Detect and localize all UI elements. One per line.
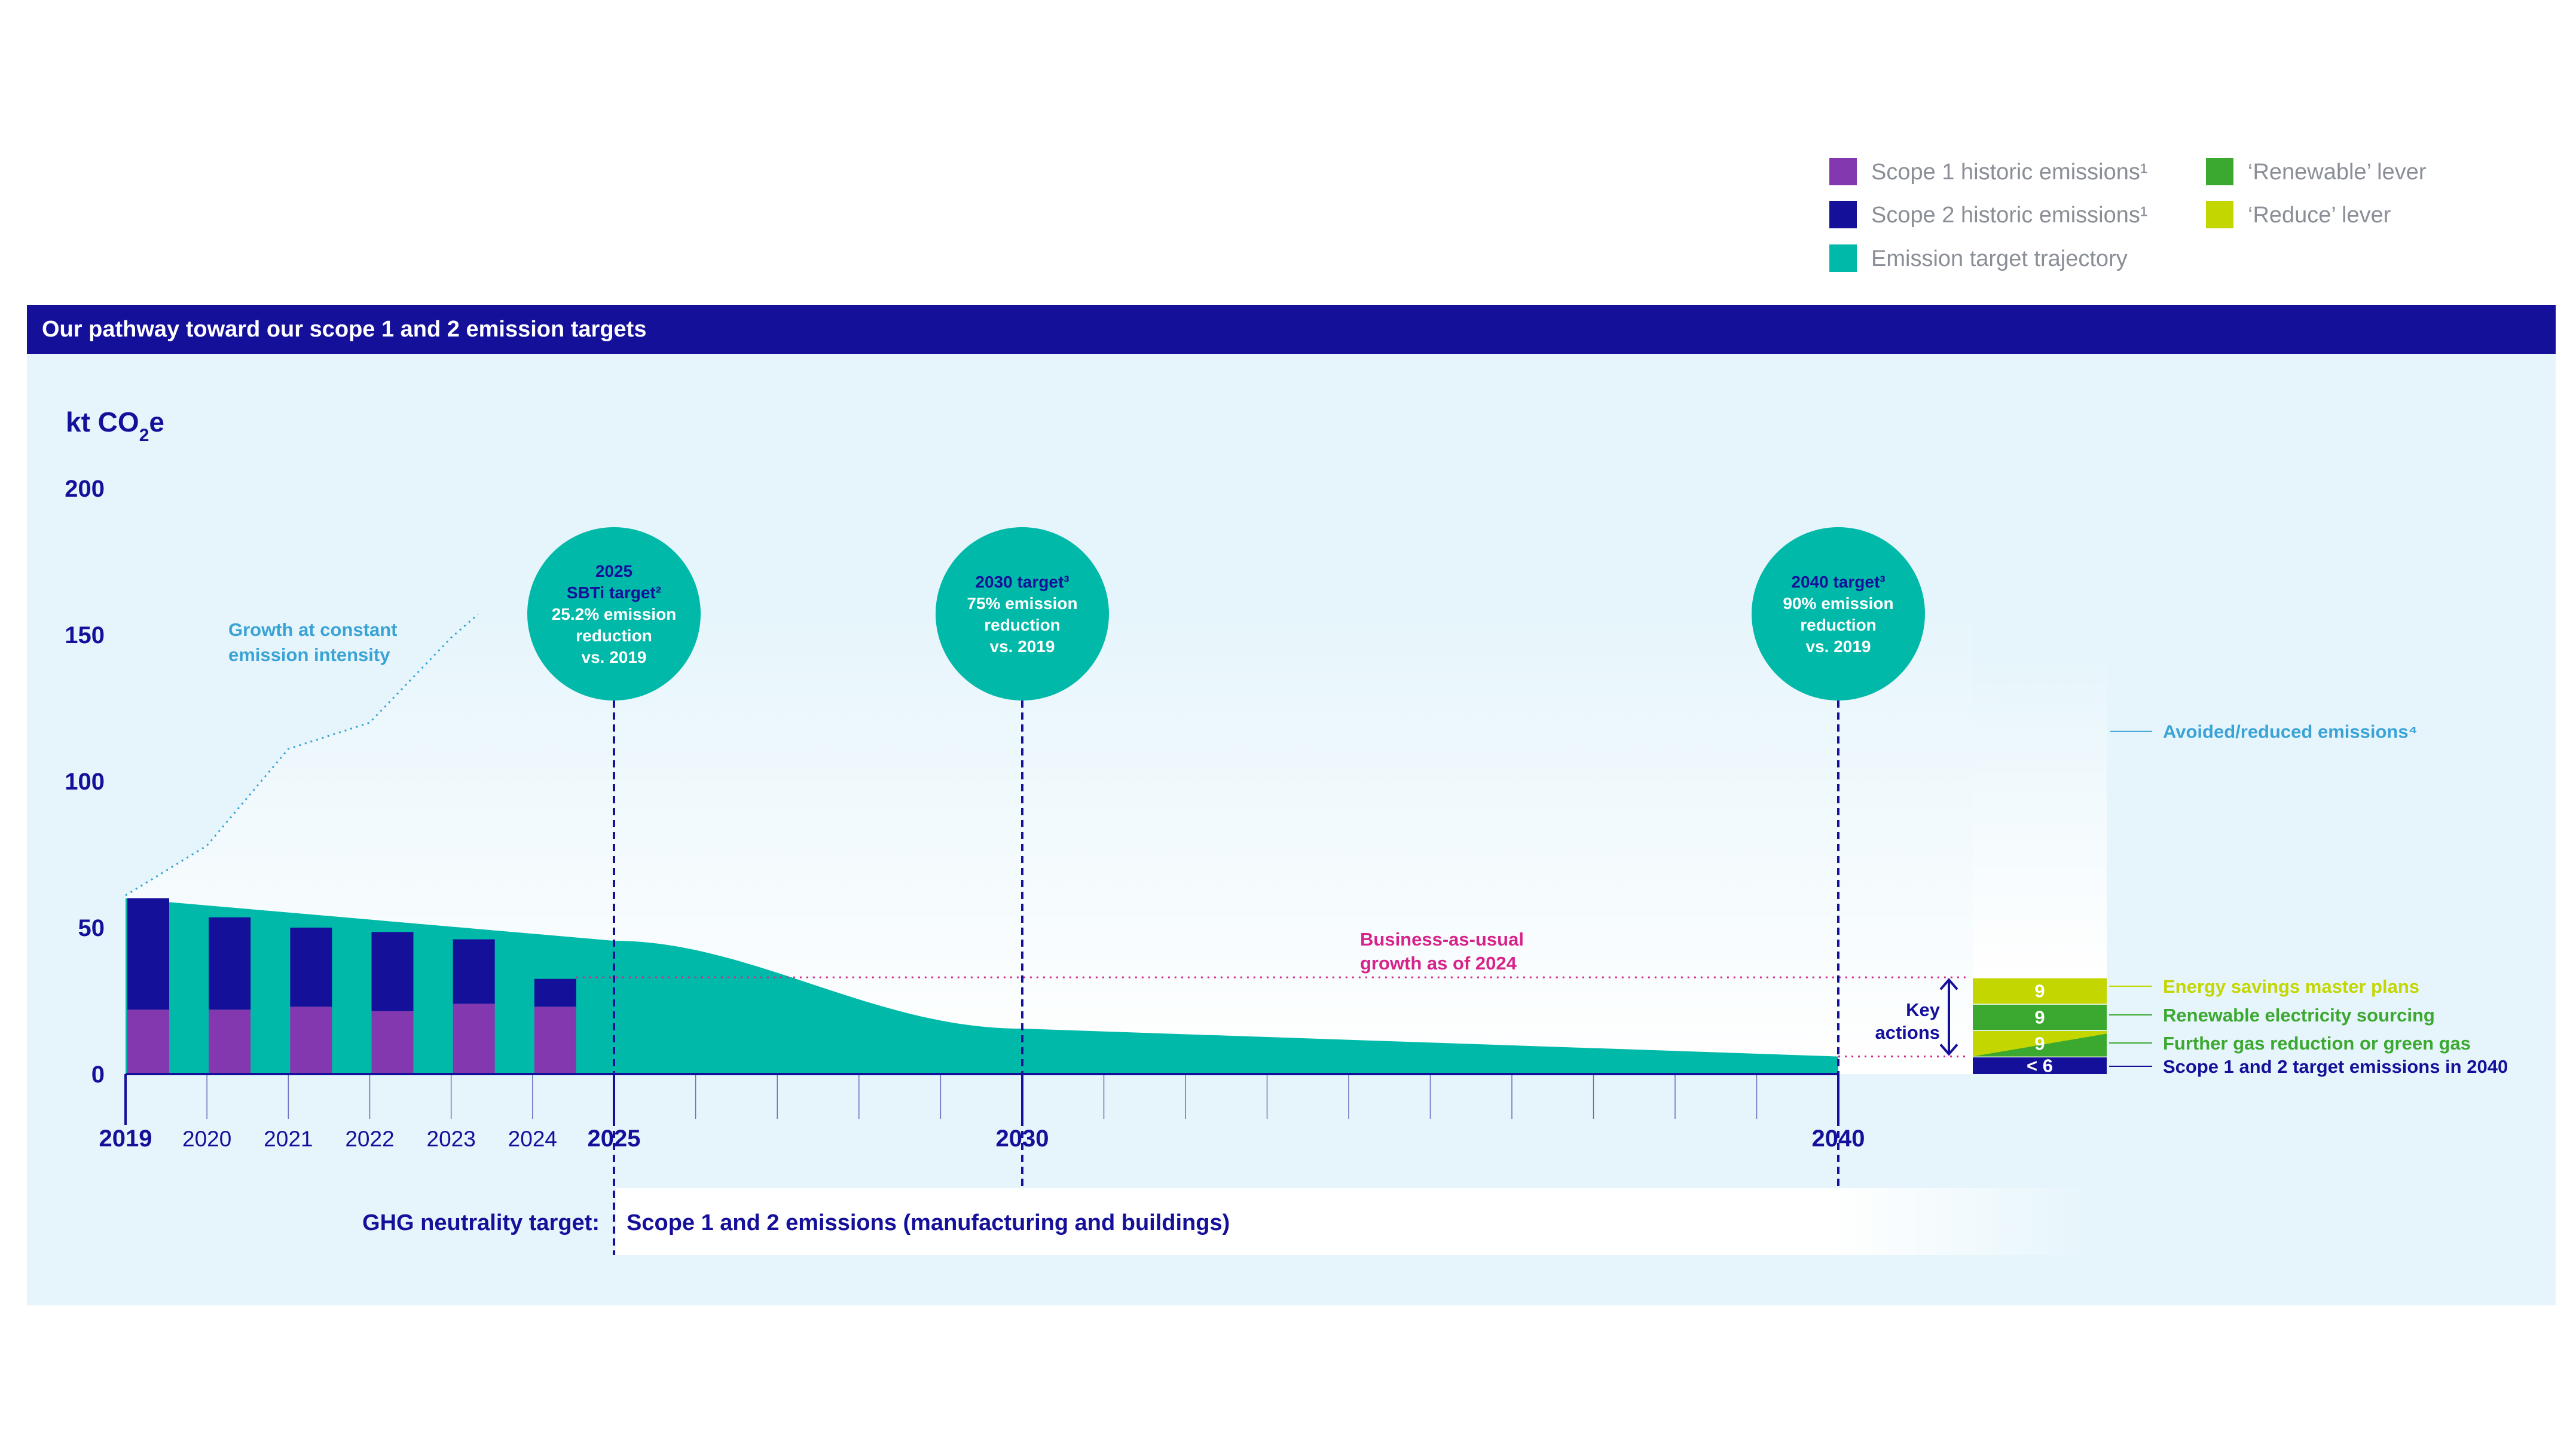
avoided-emissions-column [1973,649,2107,978]
stack-segment-reduce [1973,977,2107,1004]
target-circle [936,527,1109,700]
key-actions-label-line1: Key [1906,999,1941,1020]
stack-description: Renewable electricity sourcing [2163,1005,2435,1026]
key-actions-2040-stack: Avoided/reduced emissions⁴ < 6 Scope 1 and… [1973,649,2508,1077]
target-text-line: vs. 2019 [990,637,1055,656]
stack-value-label: 9 [2034,980,2045,1001]
x-tick-label: 2025 [588,1125,641,1152]
legend-swatch [2206,201,2233,228]
target-text-line: 25.2% emission [552,605,677,623]
stack-value-label: 9 [2034,1007,2045,1027]
bar-scope1 [290,1007,332,1074]
legend-swatch [1829,244,1857,272]
stack-segment-renewable [1973,1004,2107,1030]
historic-bars [127,898,576,1074]
target-text-line: 2025 [595,562,632,580]
target-text-line: 90% emission [1783,594,1893,613]
y-axis-ticks: 200 150 100 50 0 [65,476,105,1088]
target-text-line: vs. 2019 [582,648,647,666]
legend-label: Scope 1 historic emissions¹ [1871,160,2148,185]
key-actions-arrowhead-down [1939,1044,1958,1056]
y-tick-label: 100 [65,769,105,795]
legend-swatch [1829,201,1857,228]
x-axis: 2019 2020 2021 2022 2023 2024 2025 2030 2040 [99,1073,1865,1152]
x-tick-label: 2021 [264,1127,313,1151]
constant-intensity-growth: Growth at constant emission intensity [125,613,479,897]
target-text-line: SBTi target² [567,583,661,602]
x-tick-label: 2040 [1812,1125,1865,1152]
bar-scope1 [371,1011,414,1074]
legend-label: Emission target trajectory [1871,246,2128,271]
target-text-line: reduction [1800,616,1877,634]
target-circle [1752,527,1925,700]
target-text-line: 2040 target³ [1791,573,1885,591]
business-as-usual-line: Business-as-usual growth as of 2024Keyact… [576,929,1968,1058]
legend-label: ‘Reduce’ lever [2248,203,2391,228]
x-tick-label: 2023 [427,1127,476,1151]
y-tick-label: 0 [91,1062,105,1088]
target-text-line: 75% emission [967,594,1077,613]
key-actions-label-line2: actions [1875,1022,1940,1043]
y-tick-label: 200 [65,476,105,502]
bar-scope2 [534,978,576,1007]
stack-segment-target [1973,1056,2107,1074]
footer-label: GHG neutrality target: [362,1210,600,1235]
legend-label: Scope 2 historic emissions¹ [1871,203,2148,228]
y-axis-label: kt CO2e [66,406,164,445]
target-text-line: vs. 2019 [1806,637,1871,656]
footer-value: Scope 1 and 2 emissions (manufacturing a… [627,1210,1230,1235]
bar-scope1 [534,1007,576,1074]
y-tick-label: 150 [65,622,105,648]
x-tick-label: 2024 [508,1127,557,1151]
x-tick-label: 2022 [345,1127,394,1151]
avoided-emissions-label: Avoided/reduced emissions⁴ [2163,721,2418,742]
growth-annotation-line2: emission intensity [228,644,390,665]
stack-segment-renewable-part [1973,1033,2107,1057]
target-text-line: reduction [576,626,652,645]
bar-scope2 [127,898,169,1010]
bau-annotation-line2: growth as of 2024 [1360,953,1517,974]
stack-description: Energy savings master plans [2163,976,2419,997]
stack-description: Further gas reduction or green gas [2163,1033,2471,1054]
footer-band [616,1188,2092,1255]
bar-scope2 [453,939,495,1004]
legend: Scope 1 historic emissions¹ Scope 2 histo… [1829,158,2427,272]
stack-value-label: < 6 [2027,1055,2053,1076]
legend-swatch [2206,158,2233,185]
y-tick-label: 50 [78,915,105,941]
stack-value-label: 9 [2034,1033,2045,1054]
legend-swatch [1829,158,1857,185]
growth-annotation-line1: Growth at constant [228,619,397,640]
x-tick-label: 2020 [182,1127,231,1151]
bar-scope1 [127,1010,169,1074]
x-tick-label: 2030 [996,1125,1049,1152]
target-text-line: 2030 target³ [975,573,1069,591]
target-text-line: reduction [984,616,1061,634]
header-title: Our pathway toward our scope 1 and 2 emi… [42,317,646,342]
x-tick-label: 2019 [99,1125,152,1152]
bar-scope1 [209,1010,251,1074]
bar-scope2 [371,932,414,1011]
header-bar [27,305,2556,354]
intensity-line [125,613,479,897]
key-actions-arrowhead-up [1939,978,1958,990]
stack-description: Scope 1 and 2 target emissions in 2040 [2163,1056,2508,1077]
target-circle [527,527,701,700]
bar-scope2 [209,917,251,1010]
legend-label: ‘Renewable’ lever [2248,160,2427,185]
bar-scope1 [453,1004,495,1074]
bar-scope2 [290,928,332,1007]
bau-annotation-line1: Business-as-usual [1360,929,1524,950]
